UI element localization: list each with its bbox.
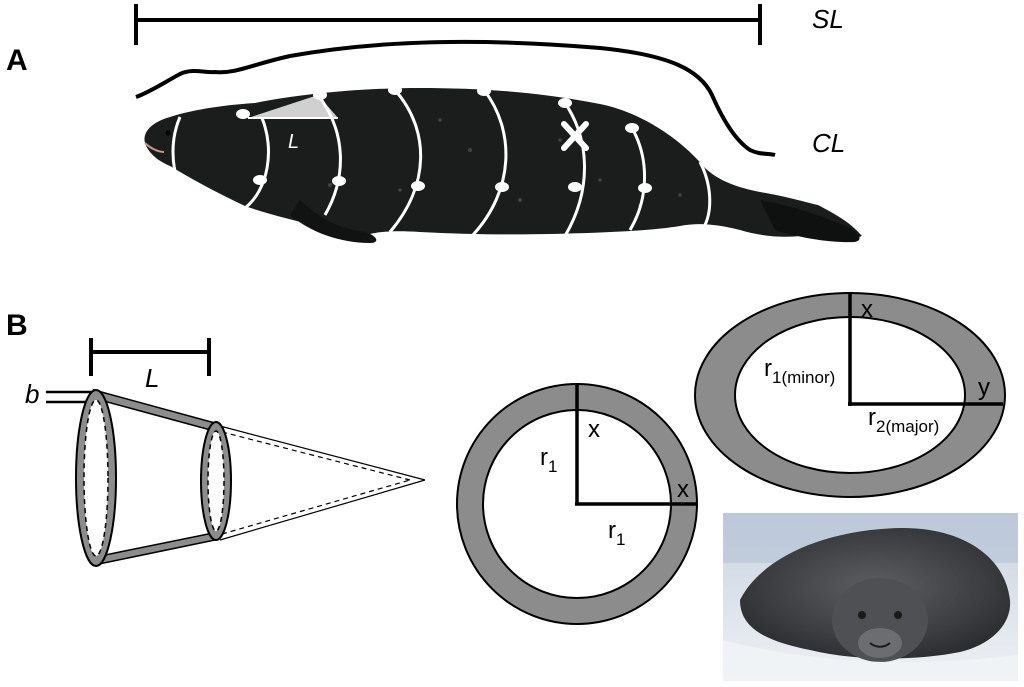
truncated-cone-diagram: [75, 388, 426, 567]
x-mark-icon: [561, 121, 589, 151]
panel-b-label: B: [6, 309, 28, 342]
cone-length-label: L: [145, 363, 159, 393]
elliptical-cross-section: [694, 292, 1006, 498]
seal-lateral-photo: [144, 88, 862, 243]
ellipse-y-label: y: [978, 374, 990, 401]
seal-body: [144, 88, 862, 240]
ellipse-r2-major-label: r2(major): [868, 404, 939, 436]
circle-r1-horizontal-label: r1: [608, 517, 625, 549]
circular-cross-section: [456, 383, 698, 625]
sl-scale-bar: [134, 4, 762, 45]
panel-a-label: A: [6, 44, 28, 77]
seal-on-ice-photo: [723, 513, 1018, 681]
measurement-points: [236, 85, 652, 193]
cone-length-bar: [89, 338, 211, 376]
ellipse-r1-minor-label: r1(minor): [764, 355, 835, 387]
segment-length-label: L: [288, 131, 299, 153]
seal-fore-flipper: [290, 200, 377, 243]
cl-label: CL: [812, 128, 845, 158]
girth-contours: [171, 89, 712, 238]
ellipse-x-label: x: [861, 296, 873, 323]
seal-eye: [165, 130, 171, 136]
cl-curve: [135, 39, 776, 157]
thickness-b-label: b: [25, 379, 39, 409]
circle-x-top-label: x: [588, 416, 600, 443]
circle-r1-vertical-label: r1: [540, 444, 557, 476]
sl-label: SL: [812, 4, 844, 34]
length-segment-triangle: [248, 95, 338, 118]
circle-x-right-label: x: [677, 476, 689, 503]
seal-hind-flipper: [760, 200, 860, 243]
seal-snout: [144, 142, 165, 153]
